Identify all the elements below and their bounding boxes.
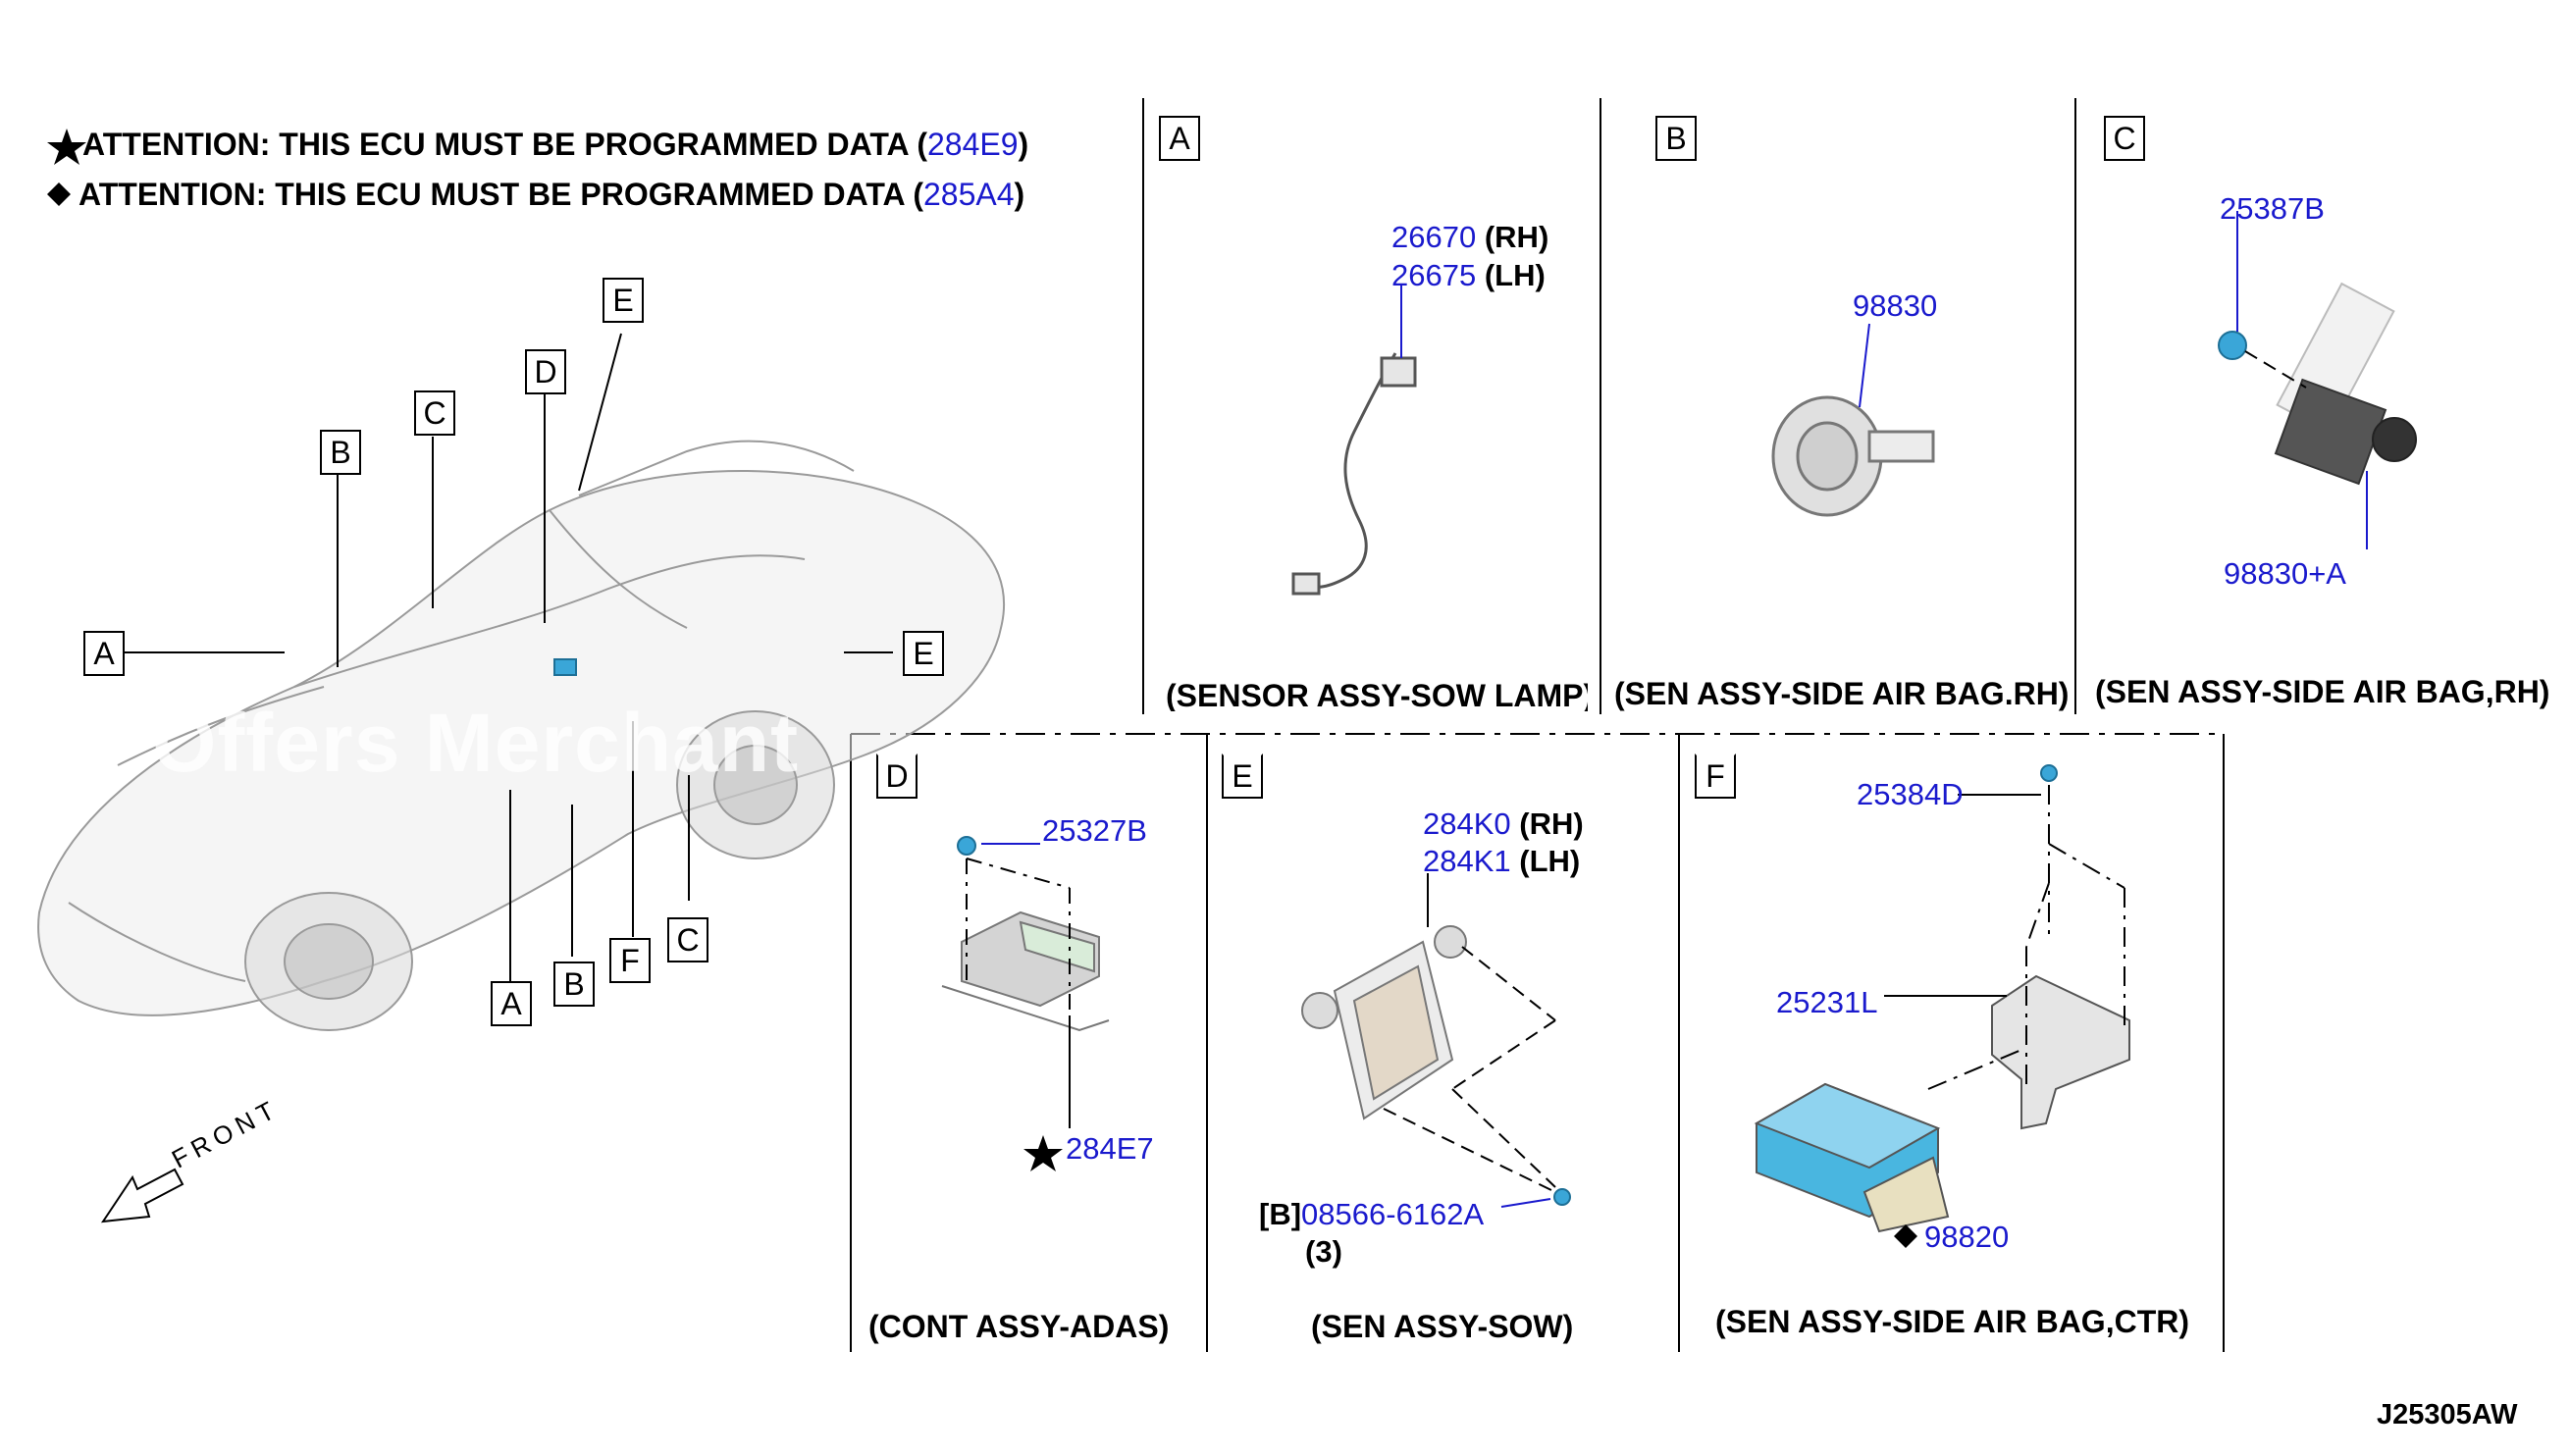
part-25231L[interactable]: 25231L (1776, 985, 1878, 1019)
part-25387B[interactable]: 25387B (2220, 191, 2325, 226)
attention-star-code[interactable]: 284E9 (926, 127, 1019, 162)
part-26675[interactable]: 26675 (1391, 258, 1477, 292)
panel-d-letter: D (876, 754, 918, 799)
bolt-prefix: [B] (1259, 1197, 1302, 1231)
diagram-code: J25305AW (2377, 1399, 2518, 1430)
part-284K1[interactable]: 284K1 (1423, 844, 1511, 878)
lamp-sensor-illustration (1291, 352, 1417, 596)
panel-dividers (850, 98, 2225, 1352)
attention-diamond-line: ATTENTION: THIS ECU MUST BE PROGRAMMED D… (79, 179, 1024, 210)
adas-controller-illustration (941, 836, 1110, 1032)
attention-star-text: ATTENTION: THIS ECU MUST BE PROGRAMMED D… (82, 127, 927, 162)
sow-sensor-illustration (1301, 925, 1571, 1206)
overview-callout-a-lower[interactable]: A (491, 981, 532, 1026)
part-26670[interactable]: 26670 (1391, 220, 1477, 254)
part-98820[interactable]: 98820 (1924, 1220, 2010, 1254)
panel-b-caption: (SEN ASSY-SIDE AIR BAG.RH) (1614, 676, 2070, 711)
rh-tag: (RH) (1484, 220, 1549, 254)
panel-e-caption: (SEN ASSY-SOW) (1311, 1309, 1574, 1344)
star-mark-header (47, 129, 86, 165)
panel-a-letter: A (1159, 116, 1200, 161)
attention-star-close: ) (1018, 127, 1029, 162)
attention-diamond-code[interactable]: 285A4 (922, 177, 1015, 212)
side-airbag-sensor-c-illustration (2218, 282, 2417, 486)
panel-e-part-rh: 284K0 (RH) (1423, 808, 1584, 839)
panel-f-caption: (SEN ASSY-SIDE AIR BAG,CTR) (1715, 1304, 2189, 1339)
part-98830[interactable]: 98830 (1853, 288, 1938, 323)
panel-c-letter: C (2104, 116, 2145, 161)
part-284K0[interactable]: 284K0 (1423, 806, 1511, 841)
attention-diamond-close: ) (1014, 177, 1025, 212)
overview-callout-a[interactable]: A (83, 631, 125, 676)
part-98830-a[interactable]: 98830+A (2224, 556, 2346, 591)
lh-tag: (LH) (1484, 258, 1546, 292)
panel-c-caption: (SEN ASSY-SIDE AIR BAG,RH) (2095, 674, 2550, 709)
car-outline (37, 440, 1006, 1031)
overview-callout-d[interactable]: D (525, 349, 566, 394)
attention-star-line: ATTENTION: THIS ECU MUST BE PROGRAMMED D… (82, 129, 1028, 160)
panel-a-part-rh: 26670 (RH) (1391, 222, 1548, 252)
overview-callout-f[interactable]: F (609, 938, 651, 983)
panel-e-bolt: [B]08566-6162A (1259, 1199, 1484, 1229)
overview-callout-b[interactable]: B (320, 430, 361, 475)
panel-f-letter: F (1695, 754, 1736, 799)
lh-tag-e: (LH) (1519, 844, 1581, 878)
overview-callout-c[interactable]: C (414, 390, 455, 436)
panel-d-caption: (CONT ASSY-ADAS) (868, 1309, 1170, 1344)
panel-a-caption: (SENSOR ASSY-SOW LAMP) (1166, 680, 1588, 711)
part-284E7[interactable]: 284E7 (1066, 1131, 1154, 1166)
overview-callout-e-rear[interactable]: E (903, 631, 944, 676)
diamond-mark-98820 (1894, 1224, 1917, 1248)
panel-e-letter: E (1222, 754, 1263, 799)
overview-callout-b-lower[interactable]: B (553, 962, 595, 1007)
side-airbag-sensor-illustration (1771, 395, 1935, 517)
diamond-mark-header (47, 182, 71, 206)
overview-callout-e[interactable]: E (603, 278, 644, 323)
overview-leaders (123, 333, 893, 981)
rh-tag-e: (RH) (1519, 806, 1584, 841)
attention-diamond-text: ATTENTION: THIS ECU MUST BE PROGRAMMED D… (79, 177, 923, 212)
part-08566-6162A[interactable]: 08566-6162A (1301, 1197, 1485, 1231)
panel-e-part-lh: 284K1 (LH) (1423, 846, 1580, 876)
part-25327B[interactable]: 25327B (1042, 813, 1147, 848)
car-sensor-marker (553, 658, 577, 676)
part-25384D[interactable]: 25384D (1857, 777, 1964, 811)
star-mark-284E7 (1023, 1135, 1063, 1171)
overview-callout-c-lower[interactable]: C (667, 917, 708, 962)
panel-b-letter: B (1655, 116, 1697, 161)
panel-a-part-lh: 26675 (LH) (1391, 260, 1546, 290)
front-arrow (100, 1168, 184, 1223)
bolt-qty: (3) (1305, 1234, 1342, 1269)
watermark: Offers Merchant (152, 697, 800, 789)
